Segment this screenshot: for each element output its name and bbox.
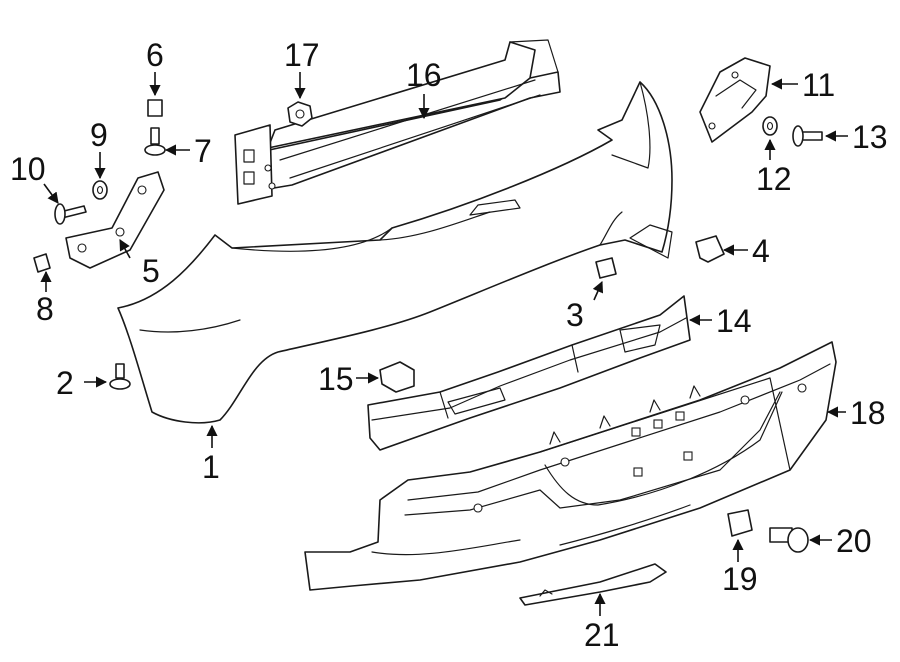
part-21-trim-strip — [519, 563, 667, 606]
part-20-bolt — [769, 527, 809, 553]
callout-20: 20 — [836, 523, 872, 559]
callout-4: 4 — [752, 233, 770, 269]
callout-6: 6 — [146, 37, 164, 73]
part-3-clip — [595, 257, 617, 279]
part-8-clip — [33, 253, 51, 273]
part-18-lower-valance — [304, 341, 837, 591]
callout-2: 2 — [56, 365, 74, 401]
part-19-nut — [727, 509, 753, 537]
callout-21: 21 — [584, 617, 620, 653]
callout-19: 19 — [722, 561, 758, 597]
part-7-bolt — [144, 127, 166, 156]
leader-lines — [40, 72, 848, 616]
callout-16: 16 — [406, 57, 442, 93]
callout-10: 10 — [10, 151, 46, 187]
callout-3: 3 — [566, 297, 584, 333]
part-2-bolt — [109, 363, 131, 390]
part-12-washer — [762, 116, 778, 136]
part-17-nut — [287, 101, 313, 127]
part-4-clip — [695, 235, 725, 263]
callout-5: 5 — [142, 253, 160, 289]
callout-13: 13 — [852, 119, 888, 155]
part-14-absorber — [367, 295, 691, 451]
callout-8: 8 — [36, 291, 54, 327]
part-6-nut — [147, 99, 163, 117]
callout-9: 9 — [90, 117, 108, 153]
callout-17: 17 — [284, 37, 320, 73]
callout-labels: 1 2 3 4 5 6 7 8 9 10 11 12 13 14 15 16 1… — [10, 37, 888, 653]
callout-1: 1 — [202, 449, 220, 485]
part-13-screw — [792, 125, 823, 147]
callout-11: 11 — [802, 67, 835, 103]
part-16-impact-bar — [234, 39, 561, 205]
part-1-bumper-cover — [117, 81, 673, 424]
part-11-bracket — [699, 57, 771, 143]
part-10-screw — [54, 203, 87, 225]
part-5-side-bracket — [65, 171, 165, 269]
callout-18: 18 — [850, 395, 886, 431]
callout-12: 12 — [756, 161, 792, 197]
part-15-retainer — [379, 361, 415, 393]
callout-14: 14 — [716, 303, 752, 339]
part-9-washer — [92, 180, 108, 200]
callout-7: 7 — [194, 133, 212, 169]
callout-15: 15 — [318, 361, 354, 397]
